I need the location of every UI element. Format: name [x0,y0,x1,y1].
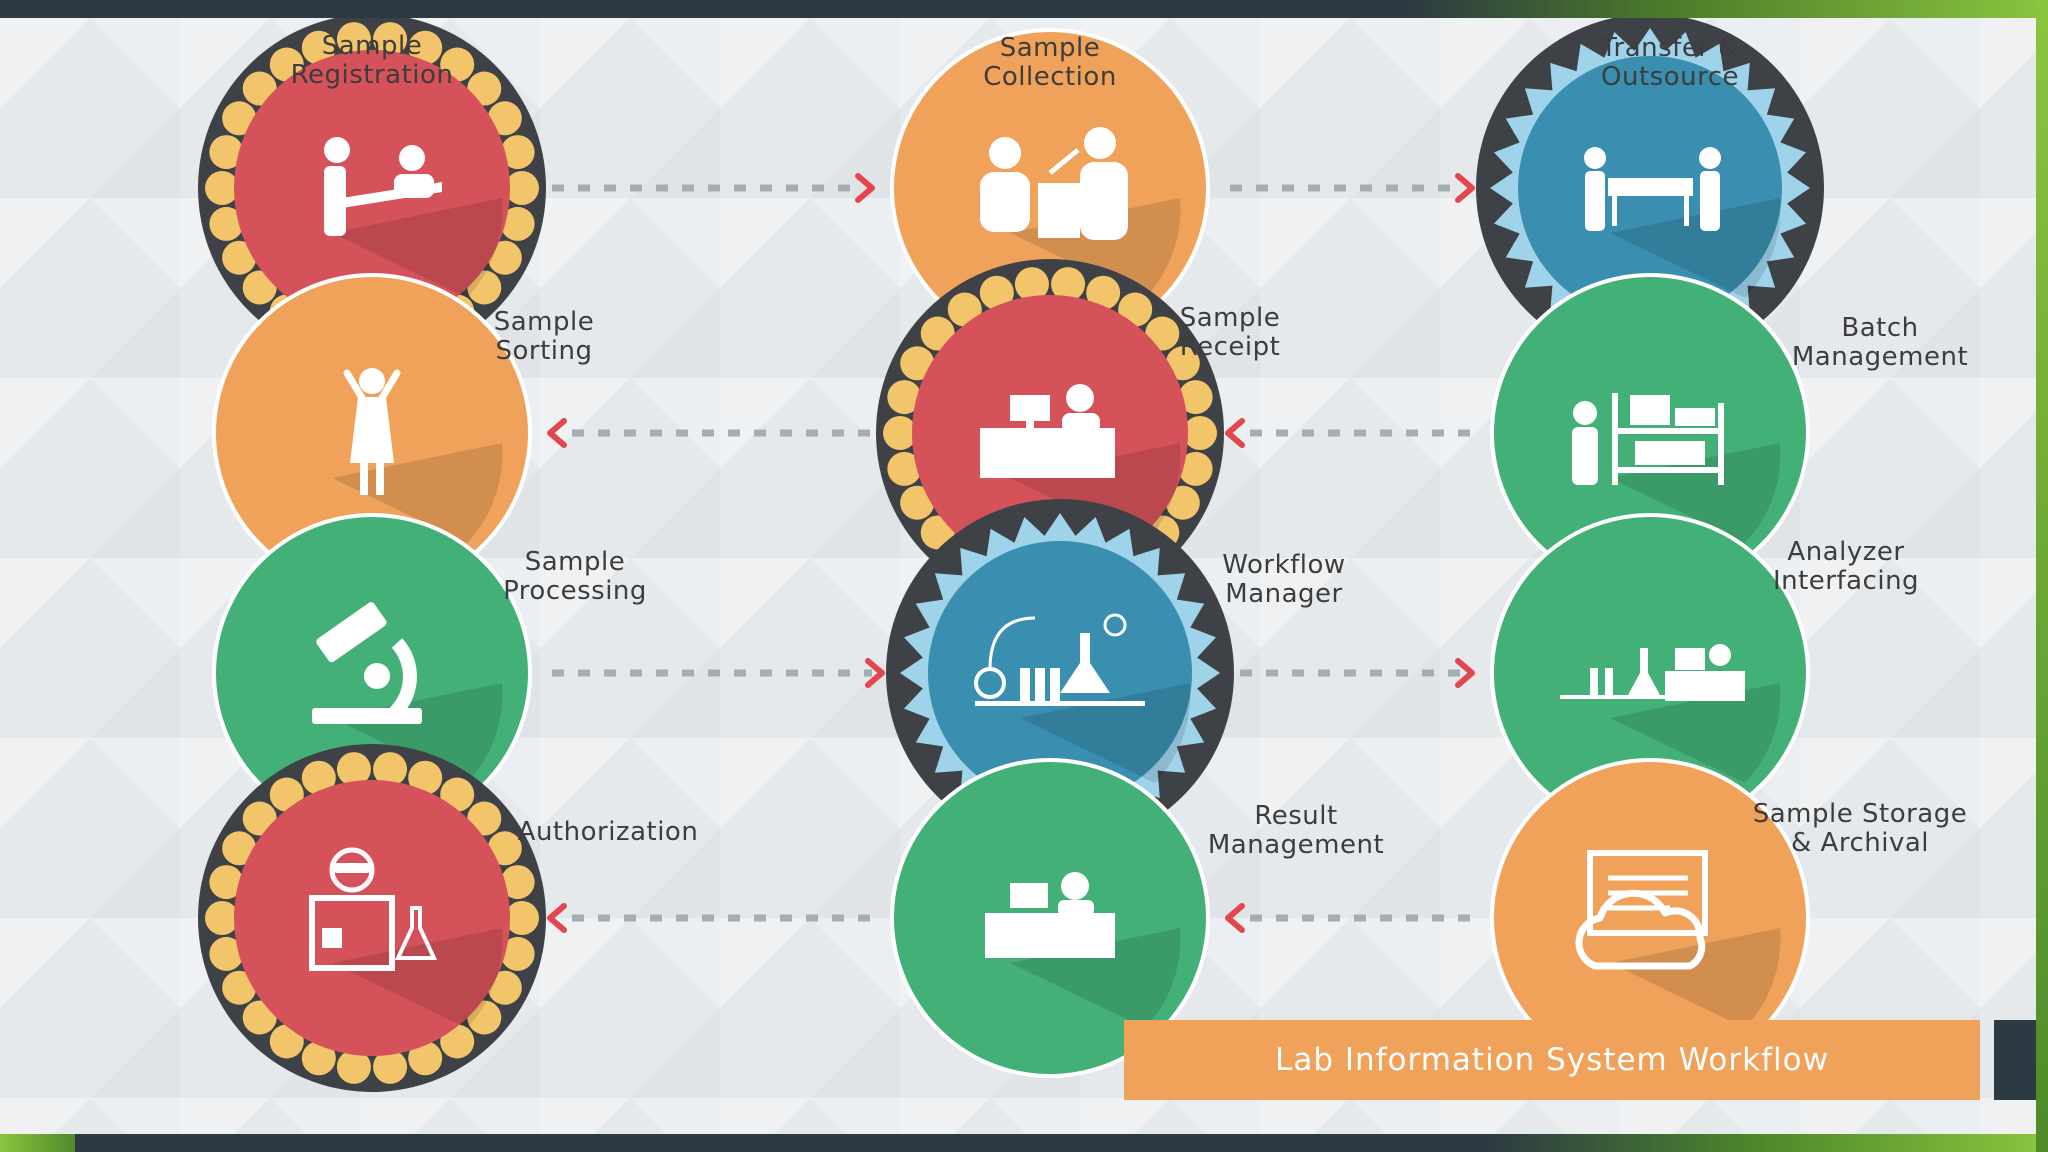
connector-sample-storage-archival-to-result-management [1225,903,1470,933]
step-sample-storage-archival [1490,758,1810,1078]
microscope-icon [312,602,422,724]
label-sample-receipt: Sample Receipt [1179,303,1281,362]
connector-sample-registration-to-sample-collection [552,173,875,203]
workflow-diagram [198,18,1824,1092]
arrow-head-icon [1225,418,1245,448]
long-shadow [1610,443,1781,543]
label-analyzer-interfacing: Analyzer Interfacing [1772,537,1920,596]
connector-result-management-to-authorization [547,903,870,933]
arrow-head-icon [1455,658,1475,688]
connector-batch-management-to-sample-receipt [1225,418,1470,448]
title-banner: Lab Information System Workflow [1124,1020,1980,1100]
long-shadow [1610,198,1781,298]
long-shadow [332,928,503,1028]
label-sample-processing: Sample Processing [503,547,647,606]
long-shadow [1010,198,1181,298]
step-disc [1494,762,1806,1074]
arrow-head-icon [547,903,567,933]
step-sample-processing [212,513,532,833]
label-sample-sorting: Sample Sorting [493,307,595,366]
person-sorting-icon [343,368,401,495]
banner-dark-tab [1994,1020,2036,1100]
computer-workstation-icon [985,872,1115,958]
step-disc [234,780,510,1056]
arrow-head-icon [855,173,875,203]
cloud-document-icon [1575,850,1708,970]
step-sample-registration [198,18,546,362]
label-batch-management: Batch Management [1791,313,1969,372]
connector-sample-receipt-to-sample-sorting [547,418,870,448]
scientist-icon [309,847,438,971]
long-shadow [332,443,503,543]
arrow-head-icon [865,658,885,688]
step-sample-collection [890,28,1210,348]
connector-sample-collection-to-transfer-outsource [1230,173,1475,203]
step-authorization [198,744,546,1092]
long-shadow [1010,928,1181,1028]
long-shadow [332,198,503,298]
top-accent-stripe [1408,0,2048,18]
step-workflow-manager [886,499,1234,847]
connector-sample-processing-to-workflow-manager [552,658,885,688]
step-transfer-outsource [1476,18,1824,362]
side-accent-stripe [2036,0,2048,1152]
label-authorization: Authorization [517,817,699,847]
label-workflow-manager: Workflow Manager [1222,550,1346,609]
bottom-accent-left [0,1134,75,1152]
connector-workflow-manager-to-analyzer-interfacing [1240,658,1475,688]
label-result-management: Result Management [1207,801,1385,860]
bottom-accent-right [1488,1134,2048,1152]
diagram-canvas: Sample Registration Sample Collection Tr… [0,18,2036,1134]
step-batch-management [1490,273,1810,593]
reception-desk-icon [324,137,442,236]
step-analyzer-interfacing [1490,513,1810,833]
label-sample-collection: Sample Collection [983,33,1117,92]
long-shadow [1610,928,1781,1028]
step-sample-sorting [212,273,532,593]
step-result-management [890,758,1210,1078]
arrow-head-icon [1455,173,1475,203]
arrow-head-icon [1225,903,1245,933]
label-sample-storage-archival: Sample Storage & Archival [1752,799,1968,858]
lab-glassware-icon [974,613,1145,706]
analyzer-computer-icon [1560,644,1745,701]
long-shadow [1020,683,1191,783]
long-shadow [1610,683,1781,783]
step-disc [1494,517,1806,829]
step-disc [234,50,510,326]
courier-transfer-icon [1584,147,1721,231]
arrow-head-icon [547,418,567,448]
label-sample-registration: Sample Registration [290,31,454,90]
long-shadow [332,683,503,783]
label-transfer-outsource: Transfer & Outsource [1600,33,1740,92]
phlebotomist-icon [980,127,1128,240]
receipt-desk-icon [980,384,1115,478]
rack-storage-icon [1572,393,1724,485]
